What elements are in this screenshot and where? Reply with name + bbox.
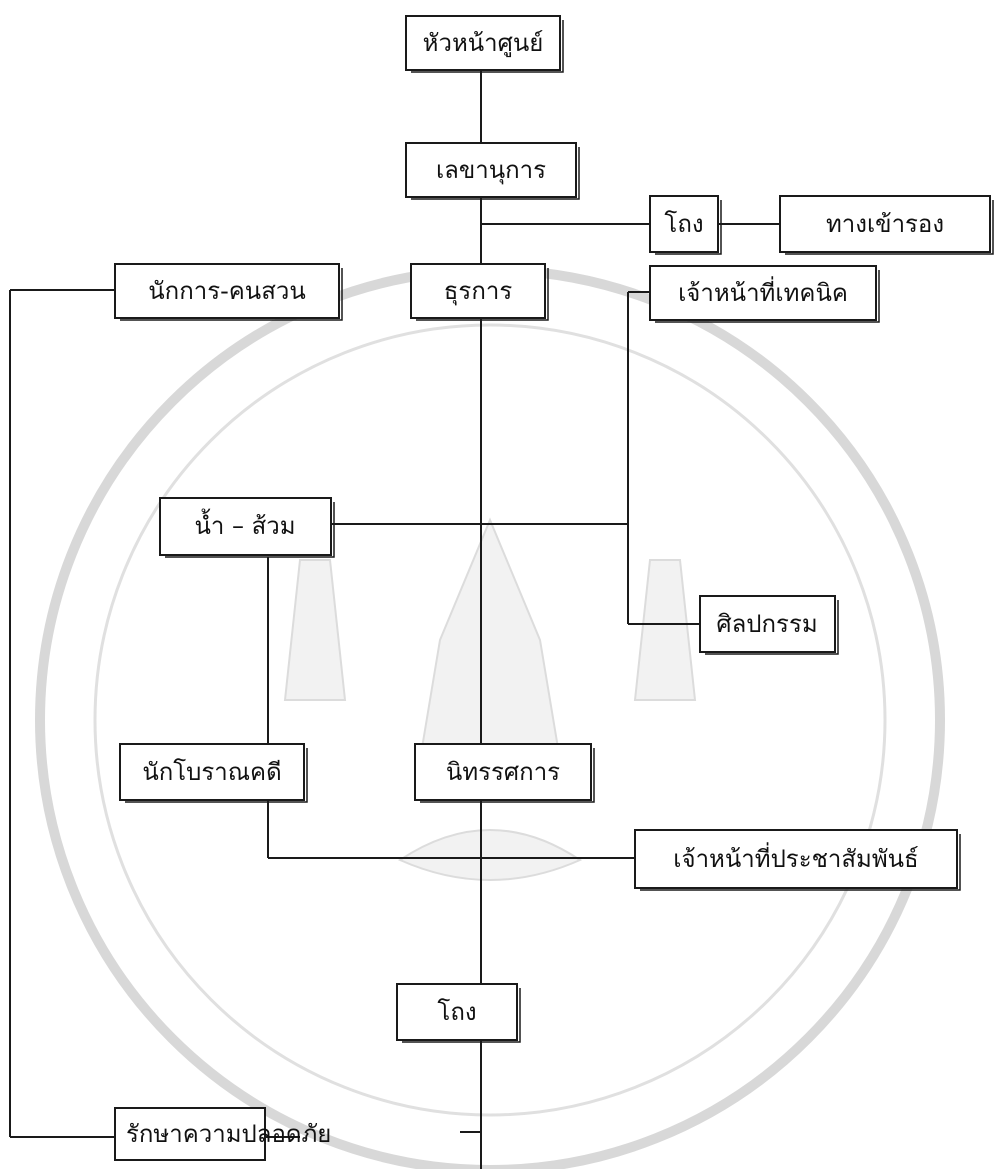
label-security: รักษาความปลอดภัย — [126, 1120, 331, 1148]
label-head: หัวหน้าศูนย์ — [423, 29, 544, 58]
box-security: รักษาความปลอดภัย — [114, 1107, 331, 1161]
box-secretary: เลขานุการ — [405, 142, 580, 200]
box-head: หัวหน้าศูนย์ — [405, 15, 564, 73]
box-janitor: นักการ-คนสวน — [114, 263, 343, 321]
label-garage-top: โถง — [664, 210, 703, 238]
box-entrance: ทางเข้ารอง — [779, 195, 994, 255]
label-archaeologist: นักโบราณคดี — [142, 758, 281, 786]
box-admin: ธุรการ — [410, 263, 549, 321]
label-garage-bottom: โถง — [437, 998, 476, 1026]
box-pr: เจ้าหน้าที่ประชาสัมพันธ์ — [634, 829, 961, 891]
label-admin: ธุรการ — [444, 277, 513, 306]
label-exhibition: นิทรรศการ — [446, 758, 560, 786]
connector-lines — [9, 70, 780, 1169]
label-technician: เจ้าหน้าที่เทคนิค — [678, 276, 848, 307]
box-exhibition: นิทรรศการ — [414, 743, 595, 803]
box-toilet: น้ำ – ส้วม — [159, 497, 335, 558]
box-garage-bottom: โถง — [396, 983, 521, 1043]
label-janitor: นักการ-คนสวน — [148, 277, 306, 305]
box-garage-top: โถง — [649, 195, 722, 255]
label-toilet: น้ำ – ส้วม — [194, 508, 295, 540]
label-entrance: ทางเข้ารอง — [826, 210, 944, 238]
label-secretary: เลขานุการ — [436, 156, 546, 185]
label-pr: เจ้าหน้าที่ประชาสัมพันธ์ — [673, 842, 918, 873]
box-technician: เจ้าหน้าที่เทคนิค — [649, 265, 880, 323]
box-arts: ศิลปกรรม — [699, 595, 839, 655]
box-archaeologist: นักโบราณคดี — [119, 743, 308, 803]
label-arts: ศิลปกรรม — [716, 610, 817, 638]
